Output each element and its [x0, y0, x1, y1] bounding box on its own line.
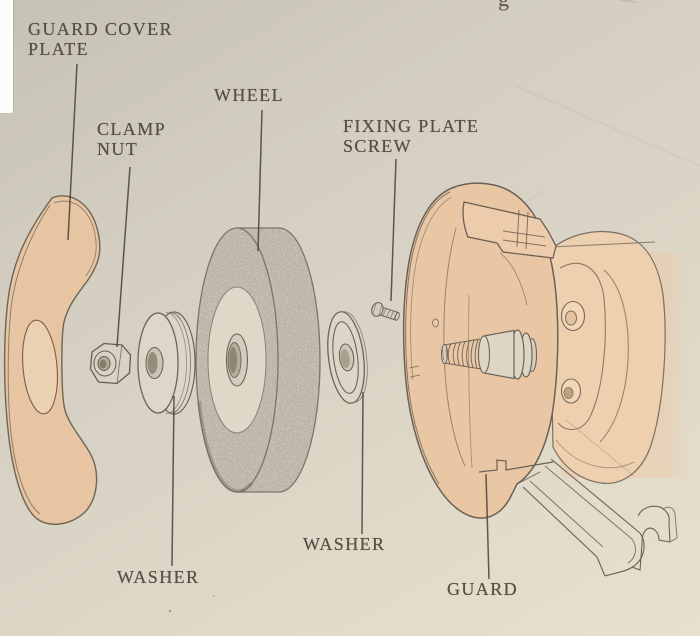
- ink-specks: [168, 595, 215, 613]
- label-line: CLAMP: [97, 119, 167, 139]
- label-guard-cover-plate: GUARD COVER PLATE: [28, 19, 173, 60]
- label-line: NUT: [97, 138, 139, 159]
- label-clamp-nut: CLAMP NUT: [97, 119, 167, 160]
- label-line: GUARD COVER: [28, 19, 173, 39]
- label-washer-left: WASHER: [117, 567, 200, 588]
- label-line: WASHER: [117, 567, 200, 587]
- base-chute-drawing: [522, 458, 678, 577]
- label-guard: GUARD: [447, 579, 519, 600]
- label-line: FIXING PLATE: [343, 116, 480, 136]
- label-line: PLATE: [28, 38, 89, 59]
- label-washer-right: WASHER: [303, 534, 386, 555]
- wheel-drawing: [195, 227, 321, 493]
- label-line: WHEEL: [214, 85, 284, 105]
- spindle-drawing: [441, 329, 538, 380]
- label-line: GUARD: [447, 579, 519, 599]
- washer-right-drawing: [327, 311, 368, 404]
- label-fixing-plate-screw: FIXING PLATE SCREW: [343, 116, 480, 157]
- cropped-page-header-text: g: [498, 0, 509, 12]
- motor-housing-drawing: [548, 230, 666, 484]
- scan-margin-strip: [0, 0, 14, 113]
- clamp-nut-drawing: [89, 342, 132, 385]
- guard-cover-plate-drawing: [3, 195, 101, 525]
- label-line: WASHER: [303, 534, 386, 554]
- label-wheel: WHEEL: [214, 85, 284, 106]
- washer-left-drawing: [137, 311, 196, 415]
- label-line: SCREW: [343, 135, 413, 156]
- leader-lines: [67, 63, 490, 580]
- fixing-plate-screw-drawing: [371, 302, 400, 321]
